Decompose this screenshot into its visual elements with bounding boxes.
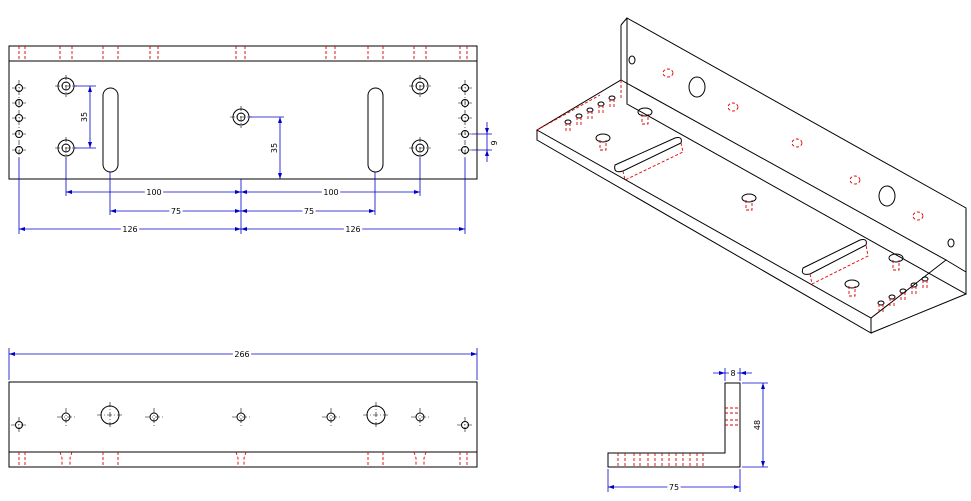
dim-126-right-label: 126 [345, 225, 360, 234]
isometric-view [536, 17, 967, 334]
dimension-label-background [120, 225, 140, 234]
dim-100-left-label: 100 [146, 188, 161, 197]
dim-48-label: 48 [753, 420, 762, 430]
dim-100-right-label: 100 [323, 188, 338, 197]
front-view-counterbore-holes [55, 75, 431, 159]
dim-266-label: 266 [234, 350, 249, 359]
dimension-label-background [232, 350, 252, 359]
dim-48 [742, 382, 768, 468]
dim-75-right-label: 75 [304, 207, 314, 216]
iso-base-features [595, 107, 904, 297]
dim-9 [472, 122, 492, 162]
dim-100-row [66, 190, 420, 194]
dim-35-left [74, 85, 96, 149]
dimension-label-background [667, 483, 681, 492]
iso-flange-face [626, 17, 967, 295]
iso-base-edge [536, 130, 872, 334]
bottom-view: 266 [8, 348, 478, 468]
front-view-extension-lines [18, 158, 466, 234]
dimension-label-background [490, 138, 499, 148]
iso-base-hole-rows [536, 80, 929, 312]
front-view-right-hole-column [458, 80, 472, 158]
bottom-view-hidden-marks [18, 451, 468, 467]
dimension-label-background [144, 188, 164, 197]
dim-35-center [249, 116, 284, 179]
bottom-view-holes [11, 402, 473, 433]
dim-35-left-label: 35 [80, 112, 89, 122]
dim-75-row [110, 209, 375, 213]
front-view-left-hole-column [12, 80, 26, 158]
front-view-slots [102, 87, 384, 173]
dimension-label-background [270, 141, 279, 155]
dim-75-side [607, 469, 741, 492]
dimension-label-background [169, 207, 183, 216]
dim-126-left-label: 126 [122, 225, 137, 234]
dim-75-side-label: 75 [669, 483, 679, 492]
side-view-profile [607, 382, 741, 468]
dim-126-row [19, 227, 465, 231]
bottom-view-outline [8, 381, 478, 468]
dimension-label-background [321, 188, 341, 197]
dim-35-center-label: 35 [270, 143, 279, 153]
dimension-label-background [80, 110, 89, 124]
dim-9-label: 9 [490, 140, 499, 145]
front-view: 35 35 9 [8, 45, 499, 234]
dimension-label-background [302, 207, 316, 216]
dimension-label-background [753, 418, 762, 432]
iso-flange-holes [628, 55, 955, 248]
front-view-hidden-holes [18, 46, 468, 61]
side-view: 8 48 75 [607, 368, 768, 492]
dimension-label-background [728, 369, 738, 378]
side-view-hidden [617, 407, 740, 467]
front-view-outline [8, 45, 478, 180]
dimension-label-background [343, 225, 363, 234]
dim-75-left-label: 75 [171, 207, 181, 216]
iso-base-top [536, 79, 947, 319]
dim-8-label: 8 [730, 369, 735, 378]
